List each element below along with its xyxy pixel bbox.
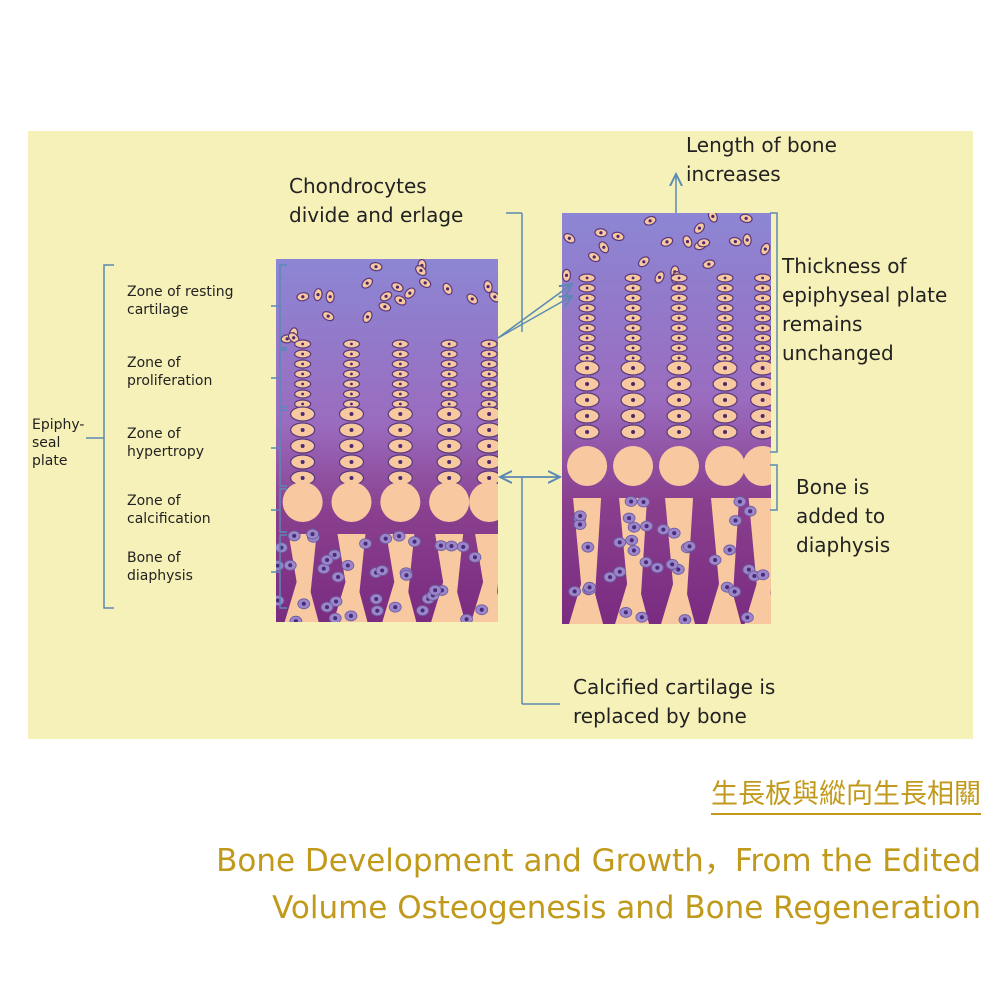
growth-plate-before-image	[276, 259, 498, 622]
diagram-panel	[28, 131, 973, 739]
zone-label-proliferation: Zone of proliferation	[127, 355, 213, 390]
calcified-label: Calcified cartilage is replaced by bone	[573, 675, 776, 728]
zone-label-calcification: Zone of calcification	[127, 493, 211, 528]
zone-label-hypertropy: Zone of hypertropy	[127, 426, 205, 461]
caption-source: Bone Development and Growth，From the Edi…	[216, 843, 981, 926]
length-label: Length of bone increases	[686, 133, 837, 186]
thickness-label: Thickness of epiphyseal plate remains un…	[782, 254, 948, 365]
bone-added-label: Bone is added to diaphysis	[796, 475, 891, 557]
zone-label-bone-diaphysis: Bone of diaphysis	[127, 550, 193, 585]
growth-plate-after-image	[562, 213, 771, 624]
caption-title-zh: 生長板與縱向生長相關	[711, 772, 981, 815]
zone-label-resting: Zone of resting cartilage	[127, 284, 234, 319]
epiphyseal-plate-label: Epiphy- seal plate	[32, 417, 85, 470]
chondrocytes-label: Chondrocytes divide and erlage	[289, 174, 464, 227]
